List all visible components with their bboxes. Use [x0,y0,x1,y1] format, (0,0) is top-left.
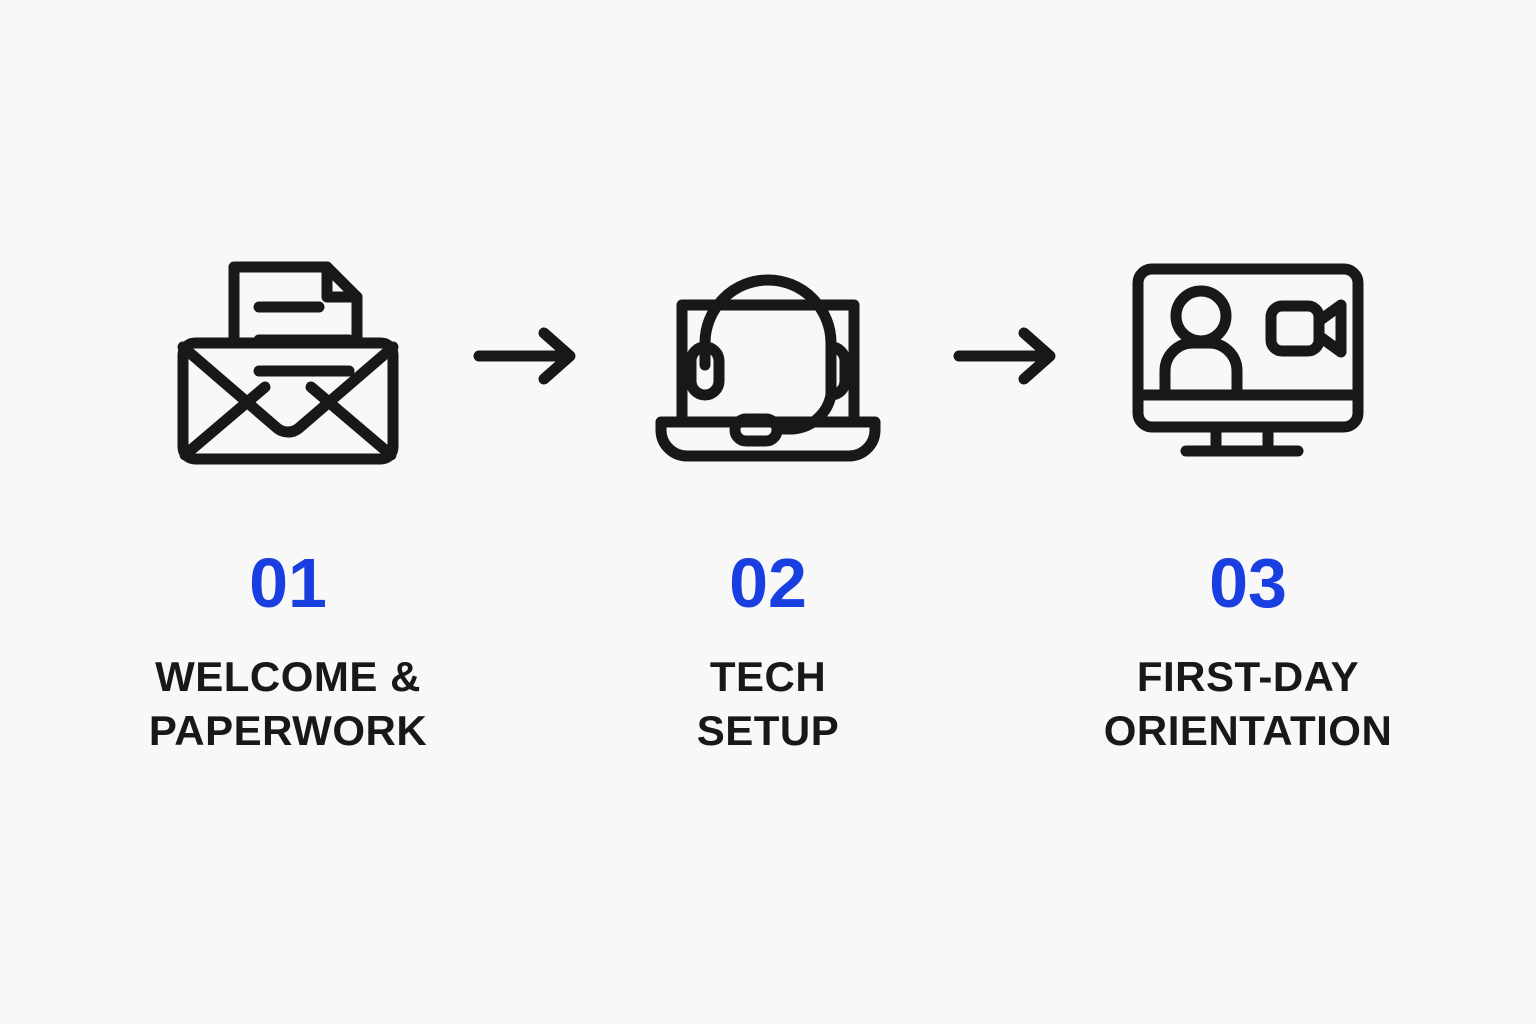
step-label: WELCOME & PAPERWORK [148,653,428,754]
envelope-document-icon [168,236,408,476]
step-02: 02 TECH SETUP [603,236,933,758]
step-number: 03 [1209,544,1287,622]
laptop-headset-icon [648,236,888,476]
monitor-video-call-icon [1128,236,1368,476]
arrow-right-icon [933,236,1083,476]
arrow-right-icon [453,236,603,476]
step-label: FIRST-DAY ORIENTATION [1103,653,1393,754]
step-label: TECH SETUP [696,653,840,754]
step-number: 02 [729,544,807,622]
steps-row: 01 WELCOME & PAPERWORK [0,236,1536,758]
step-number: 01 [249,544,327,622]
step-03: 03 FIRST-DAY ORIENTATION [1083,236,1413,758]
step-01: 01 WELCOME & PAPERWORK [123,236,453,758]
